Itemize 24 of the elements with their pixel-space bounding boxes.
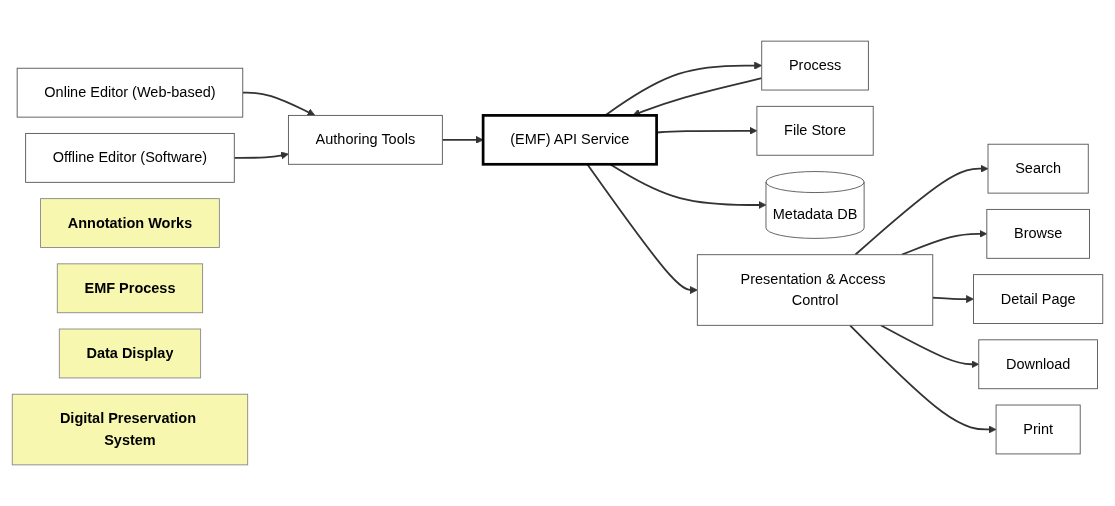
node-box: Digital Preservation System <box>11 393 249 466</box>
node-box: (EMF) API Service <box>481 114 658 166</box>
arrow <box>241 91 316 116</box>
node-box: Search <box>987 143 1089 194</box>
node-box: Offline Editor (Software) <box>25 132 235 183</box>
node-box: Annotation Works <box>40 198 220 248</box>
arrow <box>901 229 988 256</box>
node-box: Online Editor (Web-based) <box>16 67 244 118</box>
arrow <box>931 295 974 304</box>
arrow <box>854 164 989 256</box>
node-box: Presentation & Access Control <box>696 254 934 326</box>
arrow <box>879 324 980 369</box>
node-box: Download <box>978 339 1098 390</box>
node-box: Browse <box>986 208 1090 259</box>
arrow <box>441 135 484 144</box>
node-box: Detail Page <box>973 274 1104 324</box>
node-box: Process <box>761 40 869 91</box>
arrow <box>233 151 289 160</box>
node-box: Authoring Tools <box>287 114 443 165</box>
node-box: Print <box>995 404 1081 455</box>
node-box: EMF Process <box>56 263 204 314</box>
node-box: Data Display <box>58 328 202 379</box>
node-box: File Store <box>756 105 874 156</box>
arrow <box>849 324 997 434</box>
